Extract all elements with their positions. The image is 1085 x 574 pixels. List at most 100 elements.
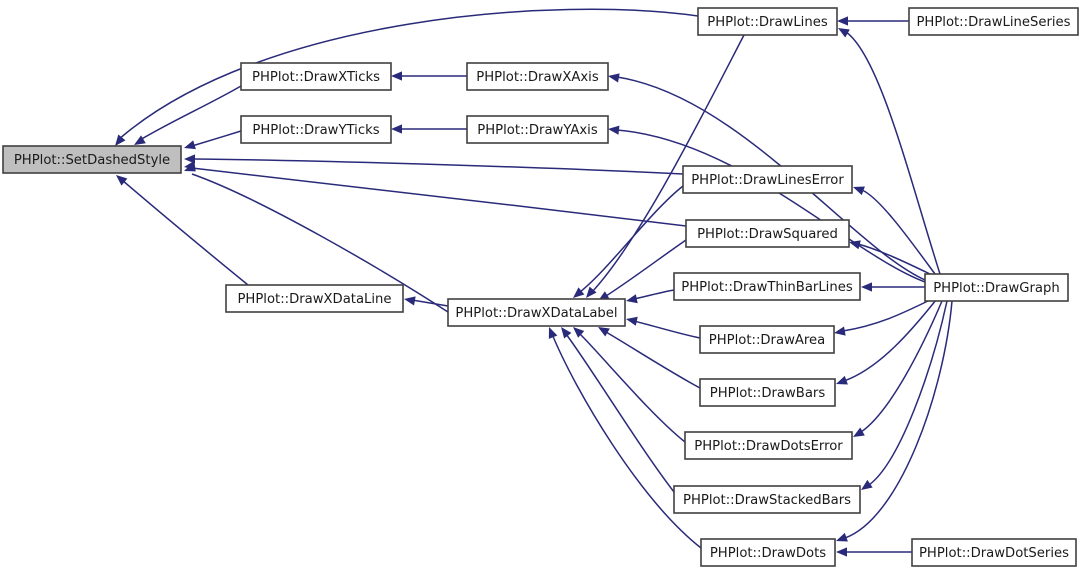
edge-drawthinbarlines-to-drawxdatalabel xyxy=(626,289,675,304)
node-box[interactable] xyxy=(240,62,392,91)
node-label: PHPlot::DrawLinesError xyxy=(691,173,844,188)
node-drawxdatalabel[interactable]: PHPlot::DrawXDataLabel xyxy=(447,298,626,327)
arrowhead-icon xyxy=(548,327,558,339)
edge-drawxdatalabel-to-drawxdataline xyxy=(404,296,449,307)
node-box[interactable] xyxy=(682,165,853,194)
arrowhead-icon xyxy=(184,154,195,164)
edge-drawdots-to-drawxdatalabel xyxy=(548,327,702,549)
node-label: PHPlot::DrawYTicks xyxy=(252,123,379,138)
arrowhead-icon xyxy=(184,140,196,150)
node-drawsquared[interactable]: PHPlot::DrawSquared xyxy=(685,219,850,248)
node-box[interactable] xyxy=(699,325,835,354)
node-label: PHPlot::DrawDotsError xyxy=(694,439,843,454)
node-drawlines[interactable]: PHPlot::DrawLines xyxy=(697,7,838,36)
arrowhead-icon xyxy=(837,16,848,26)
arrowhead-icon xyxy=(836,375,848,385)
node-label: PHPlot::DrawSquared xyxy=(697,227,838,242)
arrowhead-icon xyxy=(184,162,196,172)
edge-drawstackedbars-to-drawxdatalabel xyxy=(561,327,675,493)
arrowhead-icon xyxy=(836,547,847,557)
arrowhead-icon xyxy=(861,479,873,490)
node-setdashedstyle[interactable]: PHPlot::SetDashedStyle xyxy=(2,145,182,174)
edge-drawgraph-to-drawdots xyxy=(836,300,953,542)
node-box[interactable] xyxy=(685,219,850,248)
node-drawyticks[interactable]: PHPlot::DrawYTicks xyxy=(240,115,392,144)
edge-drawgraph-to-drawsquared xyxy=(849,240,931,275)
edge-drawxaxis-to-drawxticks xyxy=(391,71,467,81)
node-box[interactable] xyxy=(684,431,853,460)
node-drawlineserror[interactable]: PHPlot::DrawLinesError xyxy=(682,165,853,194)
node-box[interactable] xyxy=(673,485,861,514)
node-label: PHPlot::DrawBars xyxy=(710,386,826,401)
node-drawxaxis[interactable]: PHPlot::DrawXAxis xyxy=(466,62,609,91)
edge-drawgraph-to-drawthinbarlines xyxy=(861,282,925,292)
node-drawxticks[interactable]: PHPlot::DrawXTicks xyxy=(240,62,392,91)
node-box[interactable] xyxy=(466,62,609,91)
node-label: PHPlot::DrawStackedBars xyxy=(683,493,851,508)
edge-drawgraph-to-drawlines xyxy=(838,28,941,275)
node-label: PHPlot::DrawXDataLine xyxy=(237,292,391,307)
node-box[interactable] xyxy=(240,115,392,144)
node-drawbars[interactable]: PHPlot::DrawBars xyxy=(699,378,836,407)
node-drawthinbarlines[interactable]: PHPlot::DrawThinBarLines xyxy=(673,272,861,301)
edge-drawgraph-to-drawstackedbars xyxy=(861,300,948,490)
arrowhead-icon xyxy=(626,316,638,326)
node-box[interactable] xyxy=(699,378,836,407)
node-drawdotserror[interactable]: PHPlot::DrawDotsError xyxy=(684,431,853,460)
edge-drawgraph-to-drawlineserror xyxy=(853,186,936,275)
edge-drawbars-to-drawxdatalabel xyxy=(598,327,701,389)
node-box[interactable] xyxy=(924,273,1069,302)
arrowhead-icon xyxy=(849,240,861,250)
node-box[interactable] xyxy=(466,115,609,144)
arrowhead-icon xyxy=(391,124,402,134)
edge-drawlineseries-to-drawlines xyxy=(837,16,909,26)
node-drawlineseries[interactable]: PHPlot::DrawLineSeries xyxy=(908,7,1079,36)
node-label: PHPlot::DrawXDataLabel xyxy=(455,306,617,321)
arrowhead-icon xyxy=(608,73,620,83)
node-label: PHPlot::DrawLines xyxy=(707,15,828,30)
node-box[interactable] xyxy=(911,538,1077,567)
arrowhead-icon xyxy=(586,286,597,298)
arrowhead-icon xyxy=(115,134,126,146)
node-drawxdataline[interactable]: PHPlot::DrawXDataLine xyxy=(225,284,404,313)
arrowhead-icon xyxy=(561,327,572,339)
edge-drawarea-to-drawxdatalabel xyxy=(626,316,701,339)
node-box[interactable] xyxy=(673,272,861,301)
edge-drawlines-to-drawxdatalabel xyxy=(586,34,745,298)
node-label: PHPlot::DrawYAxis xyxy=(477,123,598,138)
node-box[interactable] xyxy=(447,298,626,327)
node-label: PHPlot::DrawXAxis xyxy=(476,70,599,85)
arrowhead-icon xyxy=(573,287,585,298)
node-drawgraph[interactable]: PHPlot::DrawGraph xyxy=(924,273,1069,302)
arrowhead-icon xyxy=(608,125,620,135)
edge-drawgraph-to-drawyaxis xyxy=(608,125,926,283)
node-label: PHPlot::DrawGraph xyxy=(933,281,1060,296)
edge-drawgraph-to-drawbars xyxy=(836,299,937,385)
arrowhead-icon xyxy=(853,186,865,196)
edge-drawxdatalabel-to-setdashedstyle xyxy=(184,162,449,313)
node-drawdotseries[interactable]: PHPlot::DrawDotSeries xyxy=(911,538,1077,567)
edges-layer xyxy=(115,8,953,557)
node-box[interactable] xyxy=(908,7,1079,36)
edge-drawdotserror-to-drawxdatalabel xyxy=(573,327,686,443)
node-label: PHPlot::DrawThinBarLines xyxy=(681,280,853,295)
nodes-layer: PHPlot::SetDashedStyle PHPlot::DrawXTicks… xyxy=(2,7,1079,567)
node-drawstackedbars[interactable]: PHPlot::DrawStackedBars xyxy=(673,485,861,514)
node-box[interactable] xyxy=(2,145,182,174)
node-box[interactable] xyxy=(700,538,836,567)
arrowhead-icon xyxy=(404,296,416,306)
node-box[interactable] xyxy=(697,7,838,36)
edge-drawlineserror-to-drawxdatalabel xyxy=(573,185,684,298)
node-label: PHPlot::DrawDots xyxy=(710,546,826,561)
edge-drawlines-to-setdashedstyle xyxy=(115,8,699,146)
arrowhead-icon xyxy=(598,327,610,337)
node-drawarea[interactable]: PHPlot::DrawArea xyxy=(699,325,835,354)
node-drawyaxis[interactable]: PHPlot::DrawYAxis xyxy=(466,115,609,144)
arrowhead-icon xyxy=(834,326,846,336)
node-label: PHPlot::DrawLineSeries xyxy=(916,15,1070,30)
edge-drawyticks-to-setdashedstyle xyxy=(184,130,242,150)
node-box[interactable] xyxy=(225,284,404,313)
node-drawdots[interactable]: PHPlot::DrawDots xyxy=(700,538,836,567)
